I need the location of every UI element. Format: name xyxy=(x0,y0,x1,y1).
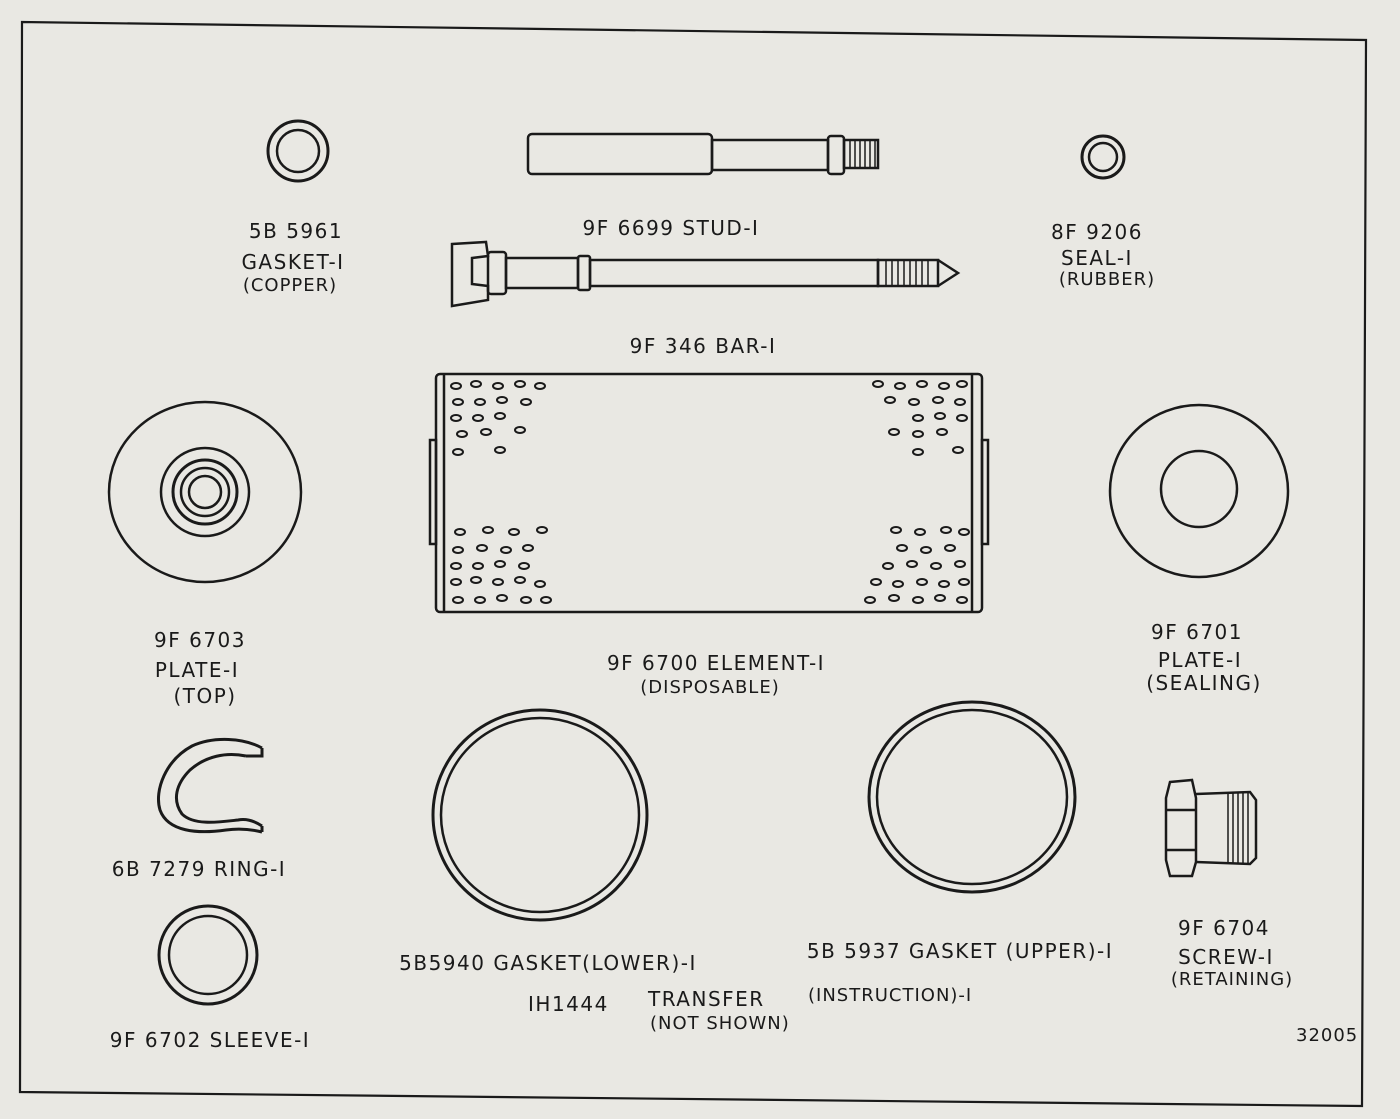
stud-label: 9F 6699 STUD-I xyxy=(582,216,760,240)
seal-rubber-drawing xyxy=(1080,134,1126,180)
gasket-copper-name: GASKET-I xyxy=(241,250,345,274)
sheet-border xyxy=(18,20,1368,1108)
seal-rubber-name: SEAL-I xyxy=(1061,246,1133,270)
stud-drawing xyxy=(526,132,880,176)
screw-retaining-number: 9F 6704 xyxy=(1178,916,1270,940)
transfer-instruction: (INSTRUCTION)-I xyxy=(808,985,973,1006)
screw-retaining-drawing xyxy=(1164,778,1258,878)
plate-top-note: (TOP) xyxy=(173,684,237,708)
sleeve-label: 9F 6702 SLEEVE-I xyxy=(109,1028,311,1052)
seal-rubber-note: (RUBBER) xyxy=(1058,269,1156,290)
gasket-copper-drawing xyxy=(266,119,330,183)
element-note: (DISPOSABLE) xyxy=(640,677,780,698)
plate-sealing-drawing xyxy=(1108,403,1290,579)
transfer-number: IH1444 xyxy=(528,992,609,1016)
screw-retaining-note: (RETAINING) xyxy=(1170,969,1294,990)
gasket-copper-note: (COPPER) xyxy=(242,275,338,296)
ring-label: 6B 7279 RING-I xyxy=(111,857,287,881)
gasket-upper-label: 5B 5937 GASKET (UPPER)-I xyxy=(806,939,1114,963)
figure-number: 32005 xyxy=(1296,1025,1359,1046)
plate-top-drawing xyxy=(107,400,303,584)
seal-rubber-number: 8F 9206 xyxy=(1051,220,1143,244)
gasket-lower-drawing xyxy=(431,708,649,922)
gasket-lower-label: 5B5940 GASKET(LOWER)-I xyxy=(399,951,697,975)
transfer-note: (NOT SHOWN) xyxy=(650,1013,790,1034)
plate-top-number: 9F 6703 xyxy=(154,628,246,652)
plate-sealing-number: 9F 6701 xyxy=(1151,620,1243,644)
gasket-copper-number: 5B 5961 xyxy=(248,219,344,243)
transfer-name: TRANSFER xyxy=(648,987,765,1011)
screw-retaining-name: SCREW-I xyxy=(1178,945,1274,969)
element-drawing xyxy=(428,372,990,614)
sleeve-drawing xyxy=(157,904,259,1006)
element-name: 9F 6700 ELEMENT-I xyxy=(606,651,826,675)
ring-drawing xyxy=(157,737,264,834)
plate-top-name: PLATE-I xyxy=(154,658,240,682)
bar-label: 9F 346 BAR-I xyxy=(629,334,777,358)
bar-drawing xyxy=(450,240,961,308)
gasket-upper-drawing xyxy=(867,700,1077,894)
plate-sealing-note: (SEALING) xyxy=(1146,671,1262,695)
plate-sealing-name: PLATE-I xyxy=(1157,648,1243,672)
